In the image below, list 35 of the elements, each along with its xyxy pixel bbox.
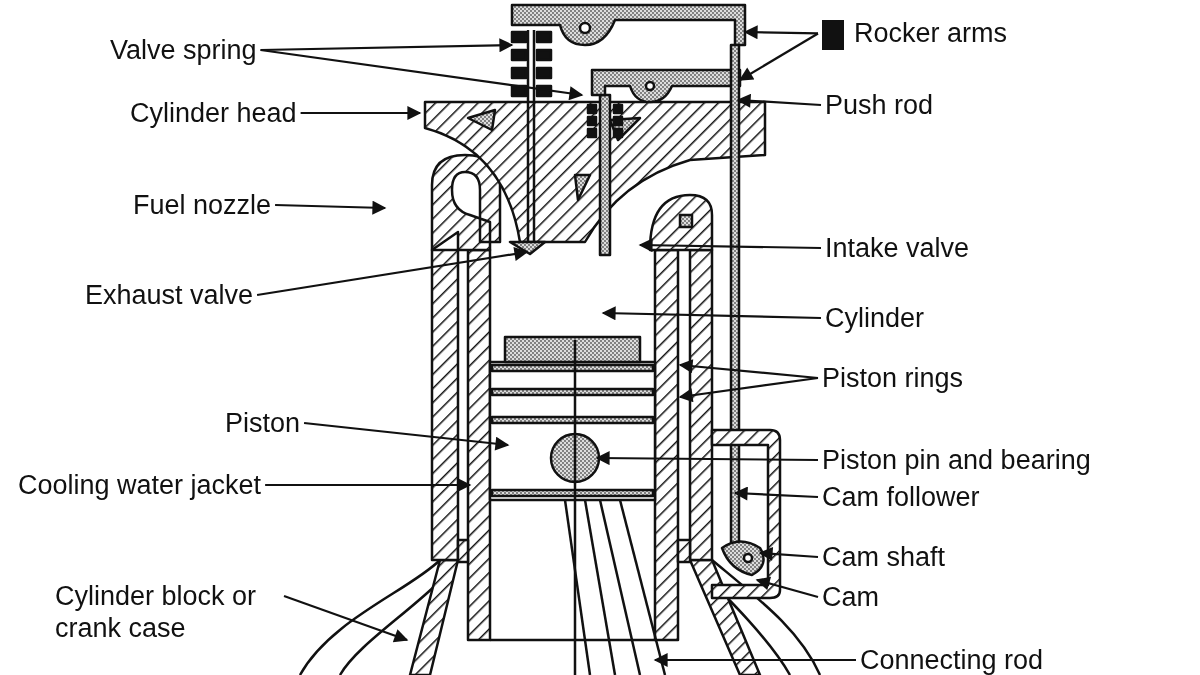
leader-line — [743, 25, 819, 40]
leader-line — [260, 48, 584, 101]
part-label: Rocker arms — [854, 18, 1008, 48]
leader-line — [256, 247, 529, 297]
leader-line — [678, 376, 819, 403]
part-label: Cam shaft — [822, 541, 946, 573]
leader-line — [638, 238, 821, 253]
part-label: Piston rings — [822, 362, 964, 394]
part-label: Valve spring — [110, 34, 257, 66]
leader-line — [736, 93, 822, 108]
part-label: Push rod — [825, 89, 934, 121]
leader-line — [303, 421, 510, 451]
part-label: Cooling water jacket — [18, 469, 262, 501]
leader-line — [265, 478, 472, 492]
leader-line — [755, 576, 819, 599]
part-label: Cylinder head — [130, 97, 297, 129]
part-label: Fuel nozzle — [133, 189, 272, 221]
leader-line — [275, 200, 387, 215]
part-label: Cylinder block or crank case — [55, 580, 280, 644]
part-label: Intake valve — [825, 232, 970, 264]
leader-line — [283, 594, 409, 643]
leader-line — [601, 306, 822, 321]
part-label: Exhaust valve — [85, 279, 254, 311]
leader-line — [653, 653, 856, 667]
leader-line — [758, 546, 819, 561]
part-label: Cam follower — [822, 481, 980, 513]
part-label: Cam — [822, 581, 879, 613]
part-label: Piston pin and bearing — [822, 444, 1091, 476]
leader-line — [733, 486, 819, 501]
leader-line — [738, 32, 819, 81]
part-label: Piston — [225, 407, 301, 439]
leader-line — [300, 106, 422, 120]
part-label: Cylinder — [825, 302, 925, 334]
part-label: Connecting rod — [860, 644, 1044, 675]
leader-line — [595, 451, 818, 466]
